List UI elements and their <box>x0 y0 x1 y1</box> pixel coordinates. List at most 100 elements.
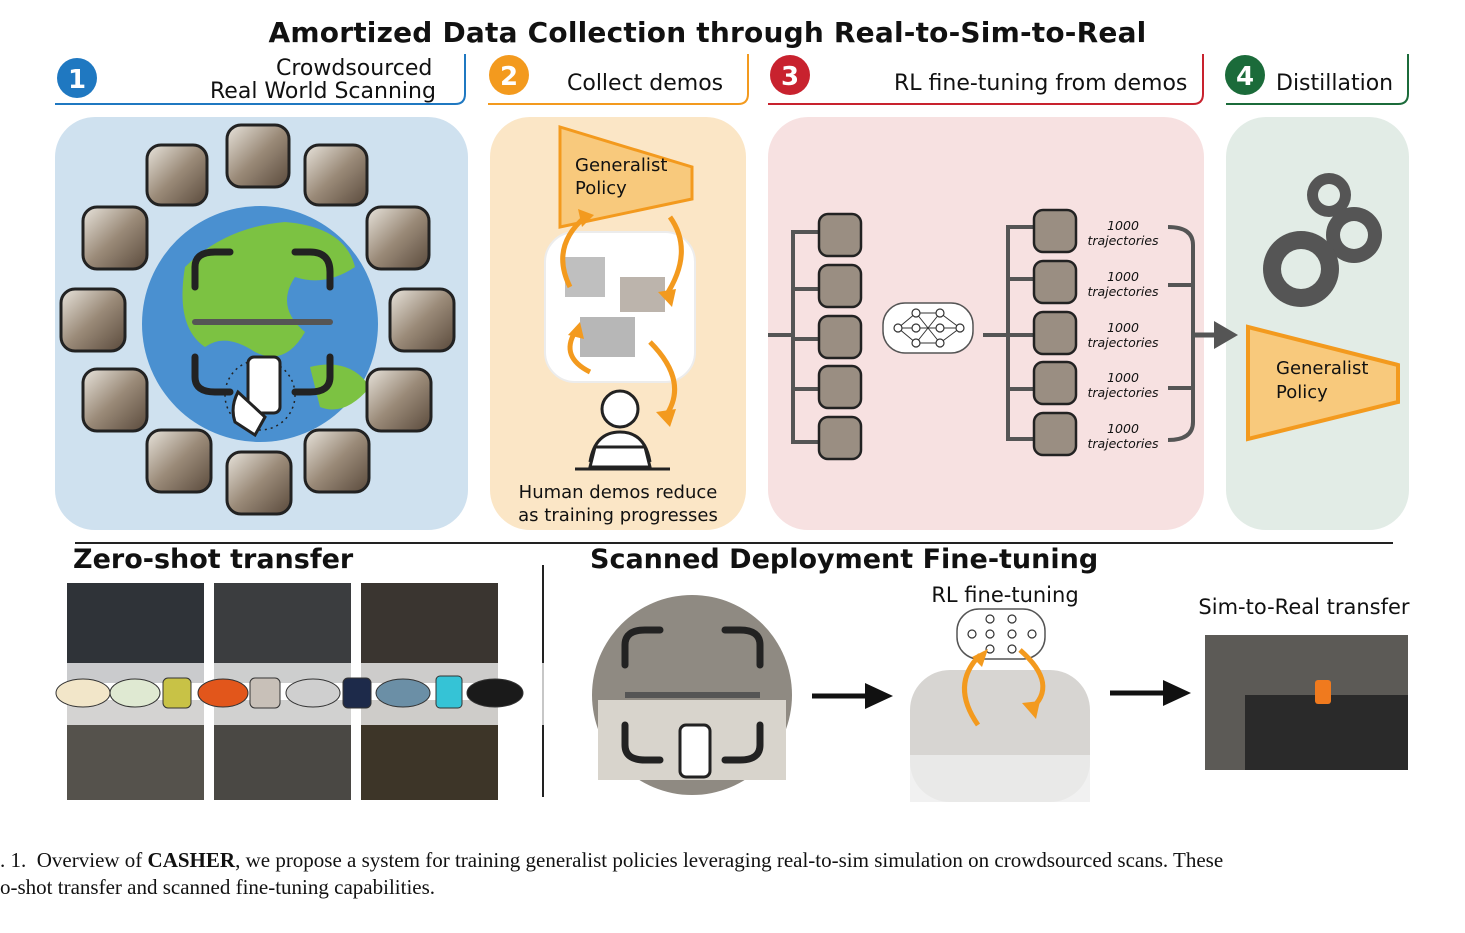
stage-1-diagram <box>59 123 456 516</box>
caption-line1: . 1. Overview of CASHER, we propose a sy… <box>0 848 1224 872</box>
trajectory-bracket <box>1167 225 1195 442</box>
hand-icon <box>231 389 267 438</box>
scene-thumbnail <box>1032 259 1078 305</box>
stage-2-badge-icon <box>489 55 529 95</box>
left-tree-bracket <box>768 230 818 444</box>
scan-thumbnail <box>303 428 371 494</box>
scan-corner-bl <box>191 353 234 396</box>
rl-fine-tuning-label: RL fine-tuning <box>931 583 1079 607</box>
scene-thumbnail <box>817 212 863 258</box>
stage-4-policy-line2: Policy <box>1276 382 1328 403</box>
scan-thumbnail <box>225 450 293 516</box>
scene-thumbnail <box>817 314 863 360</box>
bowl-icon <box>375 678 431 708</box>
bowl-icon <box>285 678 341 708</box>
right-tree-bracket <box>983 225 1033 441</box>
cup-icon <box>435 675 463 709</box>
caption-line2: o-shot transfer and scanned fine-tuning … <box>0 875 436 899</box>
stage-3-bracket <box>768 54 1204 105</box>
stage-3-label: RL fine-tuning from demos <box>894 71 1188 96</box>
human-demos-line1: Human demos reduce <box>518 482 718 503</box>
phone-icon <box>678 723 712 779</box>
scene-thumbnail <box>1032 310 1078 356</box>
person-icon <box>600 389 640 429</box>
mug-icon <box>342 677 372 709</box>
stage-2-bracket <box>488 54 749 105</box>
scan-thumbnail <box>365 205 431 271</box>
stage-4-bracket <box>1226 54 1409 105</box>
bowls-and-mugs <box>55 675 524 709</box>
stage-1-number: 1 <box>68 65 86 95</box>
distilled-policy-shape <box>1246 324 1400 442</box>
stage-2-diagram <box>544 124 696 471</box>
stage-headers: 1 2 3 4 <box>55 54 1409 105</box>
scanned-deployment-diagram <box>592 595 1408 802</box>
stage-1-label-line2: Real World Scanning <box>210 79 436 104</box>
horizontal-divider <box>75 542 1393 544</box>
scan-thumbnail <box>81 367 149 433</box>
scan-corner-tl <box>191 248 234 291</box>
stage-1-bracket <box>55 54 466 105</box>
mug-icon <box>162 677 192 709</box>
human-demos-line2: as training progresses <box>518 505 718 526</box>
stage-2-label: Collect demos <box>567 71 724 96</box>
stage-4-badge-icon <box>1225 55 1265 95</box>
scene-thumbnails-right <box>1032 208 1078 457</box>
zero-shot-title: Zero-shot transfer <box>73 544 354 575</box>
mug-icon <box>249 677 281 709</box>
bowl-icon <box>197 678 249 708</box>
loop-arrow-bottom-right <box>648 340 678 419</box>
stage-3-badge-icon <box>770 55 810 95</box>
zero-shot-photo-grid <box>38 583 573 800</box>
neural-network-icon <box>956 608 1046 660</box>
scan-corner-br <box>291 353 334 396</box>
stage-2-policy-line1: Generalist <box>575 155 668 176</box>
stage-4-label: Distillation <box>1276 71 1394 96</box>
stage-1-label-line1: Crowdsourced <box>276 56 433 81</box>
scene-thumbnail <box>817 263 863 309</box>
sim-to-real-label: Sim-to-Real transfer <box>1198 595 1410 619</box>
scan-thumbnail <box>225 123 291 189</box>
scanned-deployment-title: Scanned Deployment Fine-tuning <box>590 544 1099 575</box>
arrow-right-icon <box>865 683 893 709</box>
scene-thumbnail <box>817 364 863 410</box>
stage-2-number: 2 <box>500 62 518 92</box>
stage-4-diagram <box>1246 173 1400 442</box>
figure-caption: . 1. Overview of CASHER, we propose a sy… <box>0 847 1462 901</box>
bowl-icon <box>55 678 111 708</box>
distill-arrow <box>1192 321 1238 349</box>
casher-bold: CASHER <box>147 848 236 872</box>
gears-icon <box>1263 173 1382 307</box>
scan-thumbnail <box>81 205 149 271</box>
stage-3-diagram <box>768 208 1204 461</box>
loop-arrow-left <box>560 215 587 289</box>
scene-thumbnail <box>1032 208 1078 254</box>
scene-thumbnail <box>1032 360 1078 406</box>
scan-thumbnail <box>145 428 213 494</box>
scene-thumbnails-left <box>817 212 863 461</box>
stage-4-policy-line1: Generalist <box>1276 358 1369 379</box>
laptop-icon <box>588 445 652 469</box>
scan-thumbnail <box>303 143 369 207</box>
figure-title: Amortized Data Collection through Real-t… <box>268 16 1147 49</box>
scan-thumbnail <box>388 287 456 353</box>
stage-4-number: 4 <box>1236 62 1254 92</box>
stage-2-policy-line2: Policy <box>575 178 627 199</box>
stage-1-badge-icon <box>57 58 97 98</box>
bowl-icon <box>109 678 161 708</box>
scan-thumbnail <box>365 367 433 433</box>
scan-thumbnail <box>145 143 209 207</box>
scan-corner-tr <box>291 248 334 291</box>
bowl-icon <box>466 678 524 708</box>
generalist-policy-shape <box>558 124 694 229</box>
scene-thumbnail <box>1032 411 1078 457</box>
arrow-right-icon <box>1163 680 1191 706</box>
scan-thumbnail <box>59 287 127 353</box>
scene-thumbnail <box>817 415 863 461</box>
